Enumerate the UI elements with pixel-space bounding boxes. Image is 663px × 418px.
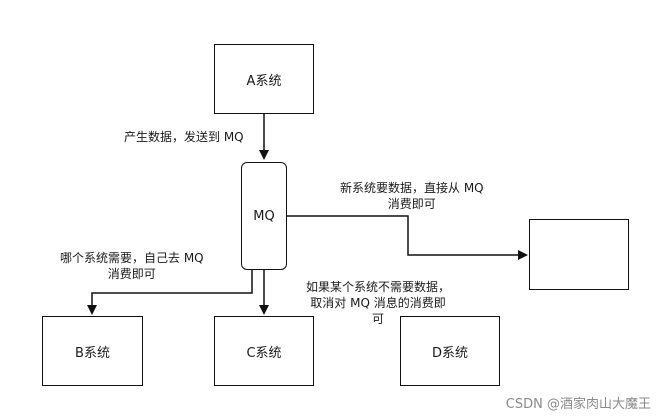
label-cancel-consumption: 如果某个系统不需要数据， 取消对 MQ 消息的消费即 可 <box>306 279 450 327</box>
system-a-node: A系统 <box>214 44 314 114</box>
label-a-to-mq: 产生数据，发送到 MQ <box>124 129 244 145</box>
system-d-label: D系统 <box>431 345 468 361</box>
system-c-node: C系统 <box>214 316 314 386</box>
mq-label: MQ <box>253 208 275 224</box>
label-mq-to-b: 哪个系统需要，自己去 MQ 消费即可 <box>60 250 204 282</box>
watermark: CSDN @酒家肉山大魔王 <box>505 397 651 412</box>
mq-node: MQ <box>241 162 287 270</box>
edge-mq-to-new-system <box>287 215 528 260</box>
edge-mq-to-b <box>87 270 253 315</box>
label-mq-to-new-line2: 消费即可 <box>387 197 436 211</box>
label-mq-to-new-system: 新系统要数据，直接从 MQ 消费即可 <box>340 180 484 212</box>
system-c-label: C系统 <box>246 345 282 361</box>
label-cancel-line2: 取消对 MQ 消息的消费即 <box>310 296 446 310</box>
label-a-to-mq-text: 产生数据，发送到 MQ <box>124 130 244 144</box>
label-cancel-line1: 如果某个系统不需要数据， <box>306 280 451 294</box>
label-mq-to-b-line2: 消费即可 <box>107 267 156 281</box>
system-b-label: B系统 <box>75 345 110 361</box>
label-mq-to-new-line1: 新系统要数据，直接从 MQ <box>340 181 484 195</box>
new-system-node <box>529 219 629 290</box>
label-mq-to-b-line1: 哪个系统需要，自己去 MQ <box>60 251 204 265</box>
label-cancel-line3: 可 <box>372 312 385 326</box>
system-d-node: D系统 <box>400 316 500 386</box>
system-b-node: B系统 <box>42 316 143 386</box>
system-a-label: A系统 <box>246 73 282 89</box>
